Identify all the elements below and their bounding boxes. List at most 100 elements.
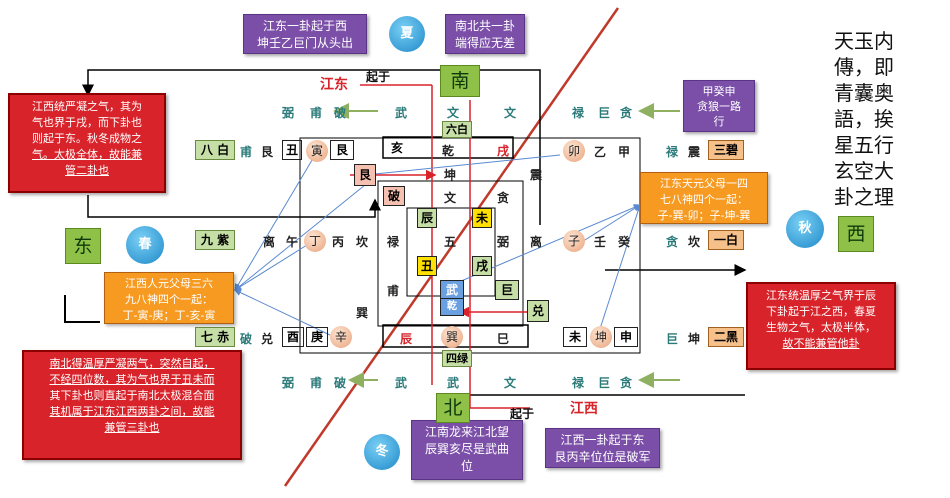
sidebar-line: 傳，即 xyxy=(834,55,894,79)
left-star-name: 离 xyxy=(263,235,276,249)
callout-line: 兼管三卦也 xyxy=(104,421,160,434)
bottom-star: 文 xyxy=(504,376,517,390)
left-gua: 兑 xyxy=(261,332,274,346)
right-cell-orb: 卯 xyxy=(563,140,585,162)
sidebar-line: 星五行 xyxy=(834,133,894,157)
sidebar-line: 天玉内 xyxy=(834,29,894,53)
inner-cell: 贪 xyxy=(497,191,510,205)
bottom-star: 武 xyxy=(447,376,460,390)
top-star: 武 xyxy=(395,106,408,120)
sihu-badge: 四绿 xyxy=(442,350,472,367)
kan-cell: 坎 xyxy=(356,235,369,249)
left-star-badge: 九 紫 xyxy=(195,230,235,250)
left-cell-orb: 寅 xyxy=(306,140,328,162)
top-star: 甫 xyxy=(310,106,323,120)
qian-inner-tile: 乾 xyxy=(440,298,464,316)
right-cell: 壬 xyxy=(594,235,607,249)
inner-cell: 甫 xyxy=(387,284,400,298)
left-star-name: 破 xyxy=(240,332,253,346)
inner-cell: 武 xyxy=(440,280,464,300)
callout-line: 下卦起于江之西，春夏 xyxy=(766,305,876,318)
callout-line: 丁-寅-庚；丁-亥-寅 xyxy=(122,309,216,322)
label-jiangdong: 江东 xyxy=(320,77,348,93)
sidebar-line: 卦之理 xyxy=(834,185,894,209)
callout-line: 江东统温厚之气界于辰 xyxy=(766,289,876,302)
right-gua: 坤 xyxy=(688,332,701,346)
callout-line: 江西人元父母三六 xyxy=(125,277,213,290)
callout-line: 气。太极全体，故能兼 xyxy=(32,148,142,161)
callout-line: 九八神四个一起： xyxy=(125,293,213,306)
inner-cell: 禄 xyxy=(387,235,400,249)
callout-line: 则起于东。秋冬成物之 xyxy=(32,132,142,145)
right-cell: 癸 xyxy=(618,235,631,249)
callout-nanbei-left: 南北得温厚严凝两气，突然自起， 不经四位数，其为气也界于丑未而 其下卦也则直起于… xyxy=(22,350,242,460)
inner-cell: 弼 xyxy=(497,235,510,249)
chou-tile: 丑 xyxy=(417,256,437,276)
right-gua: 坎 xyxy=(688,235,701,249)
direction-north-box: 北 xyxy=(436,393,470,423)
inner-cell: 破 xyxy=(383,186,405,206)
left-cell: 丑 xyxy=(282,140,302,160)
right-cell: 乙 xyxy=(594,145,607,159)
top-star: 文 xyxy=(447,106,460,120)
bottom-star: 破 xyxy=(334,376,347,390)
callout-tanlang: 甲癸申 贪狼一路 行 xyxy=(683,80,755,132)
callout-jiangnan-bottom: 江南龙来江北望 辰巽亥尽是武曲 位 xyxy=(411,420,523,480)
right-cell: 申 xyxy=(614,327,638,347)
liubai-badge: 六白 xyxy=(442,121,472,138)
right-cell-orb: 子 xyxy=(563,230,585,252)
sidebar-line: 青囊奥 xyxy=(834,81,894,105)
callout-jiangxi-bottom: 江西一卦起于东 艮丙辛位位是破军 xyxy=(545,428,660,468)
top-star: 禄 xyxy=(572,106,585,120)
diagonal-red-line xyxy=(283,7,620,487)
right-star-name: 禄 xyxy=(666,145,679,159)
callout-line: 管二卦也 xyxy=(65,164,109,177)
top-star: 贪 xyxy=(620,106,633,120)
bottom-star: 甫 xyxy=(310,376,323,390)
kun-cell: 坤 xyxy=(444,168,457,182)
right-star-badge: 二黑 xyxy=(708,327,744,347)
right-cell: 未 xyxy=(563,327,587,347)
callout-line: 江东天元父母一四 xyxy=(660,177,748,190)
callout-line: 生物之气，太极半体， xyxy=(766,321,876,334)
bottom-star: 巨 xyxy=(598,376,611,390)
center-bottom-cell: 巳 xyxy=(497,332,510,346)
right-star-name: 贪 xyxy=(666,235,679,249)
left-cell: 艮 xyxy=(330,140,354,160)
callout-line: 其下卦也则直起于南北太极混合面 xyxy=(49,389,215,402)
callout-line: 子-巽-卯；子-坤-巽 xyxy=(657,209,751,222)
bottom-star: 贪 xyxy=(620,376,633,390)
center-bottom-orb: 巽 xyxy=(441,326,463,348)
xu-tile: 戌 xyxy=(472,256,492,276)
season-summer-circle: 夏 xyxy=(389,16,425,52)
left-gua: 艮 xyxy=(261,145,274,159)
inner-cell: 五 xyxy=(444,235,457,249)
direction-west-box: 西 xyxy=(838,216,874,252)
li-right-cell: 离 xyxy=(530,235,543,249)
right-star-badge: 三碧 xyxy=(708,140,744,160)
zhen-cell: 震 xyxy=(530,168,543,182)
top-star: 巨 xyxy=(598,106,611,120)
callout-line: 故不能兼管他卦 xyxy=(782,337,860,350)
top-star: 弼 xyxy=(282,106,295,120)
top-star: 文 xyxy=(504,106,517,120)
right-star-name: 巨 xyxy=(666,332,679,346)
season-autumn-circle: 秋 xyxy=(786,210,824,248)
right-star-badge: 一白 xyxy=(708,230,744,250)
callout-jiangdong-top: 江东一卦起于西 坤壬乙巨门从头出 xyxy=(243,14,367,54)
right-gua: 震 xyxy=(688,145,701,159)
callout-jiangdong-right: 江东统温厚之气界于辰 下卦起于江之西，春夏 生物之气，太极半体， 故不能兼管他卦 xyxy=(746,282,896,370)
sidebar-line: 玄空大 xyxy=(834,159,894,183)
season-spring-circle: 春 xyxy=(126,226,164,264)
inner-cell: 巨 xyxy=(495,280,519,300)
wei-tile: 未 xyxy=(472,208,492,228)
sidebar-description: 天玉内 傳，即 青囊奥 語，挨 星五行 玄空大 卦之理 xyxy=(834,28,914,210)
chen-tile: 辰 xyxy=(417,208,437,228)
left-cell-orb: 丁 xyxy=(304,230,326,252)
left-cell: 庚 xyxy=(306,327,328,347)
callout-line: 七八神四个一起： xyxy=(660,193,748,206)
center-top-cell: 乾 xyxy=(442,144,455,158)
direction-east-box: 东 xyxy=(65,228,101,264)
season-winter-circle: 冬 xyxy=(364,434,400,470)
